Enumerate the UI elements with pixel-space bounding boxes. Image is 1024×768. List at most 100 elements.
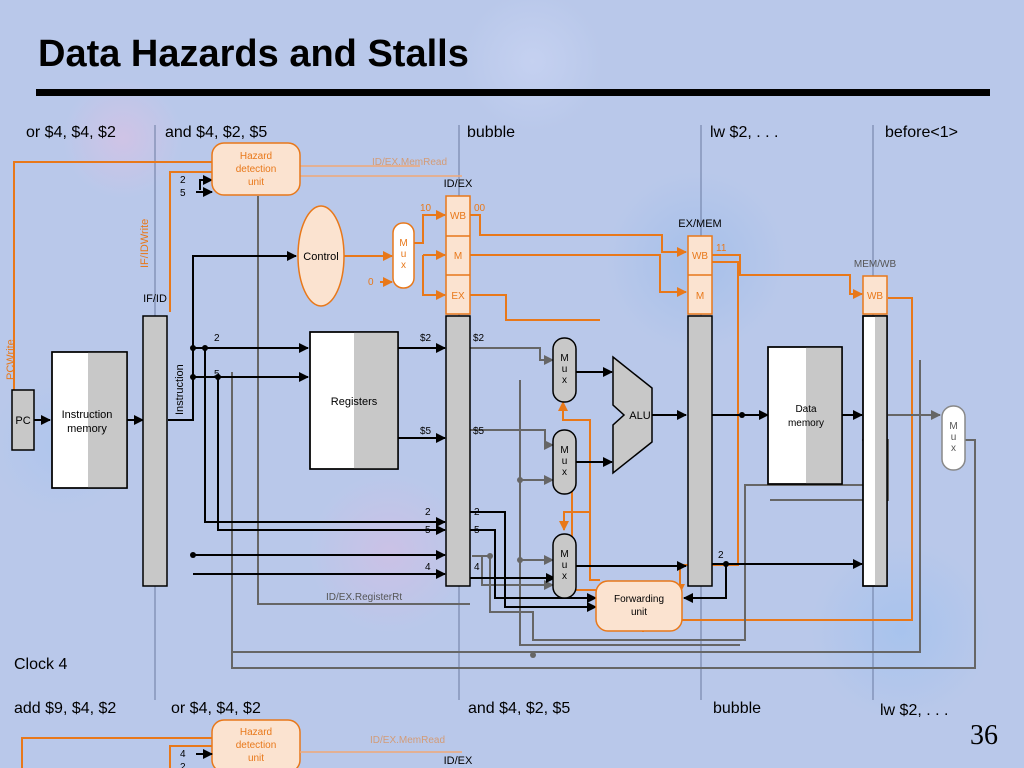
fw-rt-in: 5 (425, 525, 431, 536)
stage-ex-instruction: bubble (467, 124, 515, 141)
next-stage-if-instruction: add $9, $4, $2 (14, 700, 116, 717)
instruction-memory: Instruction memory (51, 351, 128, 489)
registerrt-label: ID/EX.RegisterRt (326, 592, 402, 603)
svg-text:u: u (562, 560, 568, 571)
pcwrite-label: PCWrite (5, 339, 17, 380)
pc-label: PC (15, 415, 30, 427)
svg-text:x: x (401, 260, 406, 271)
next-stage-ex-instruction: and $4, $2, $5 (468, 700, 570, 717)
hazard-input-a: 2 (180, 175, 186, 186)
rt-number: 5 (214, 369, 220, 380)
hazard-input-b: 5 (180, 188, 186, 199)
next-hazard-input-b: 2 (180, 762, 186, 768)
instruction-memory-label-2: memory (67, 423, 107, 435)
ex-mem-register: EX/MEM WB M (678, 218, 722, 587)
stage-if-instruction: or $4, $4, $2 (26, 124, 116, 141)
id-ex-register: ID/EX WB M EX (444, 178, 473, 587)
svg-text:M: M (560, 549, 568, 560)
instruction-memory-label-1: Instruction (62, 409, 113, 421)
data-memory-label-1: Data (795, 404, 817, 415)
forwarding-label-1: Forwarding (614, 594, 664, 605)
hazard-label-1: Hazard (240, 151, 272, 162)
next-hazard-label-1: Hazard (240, 727, 272, 738)
exmem-wb-value: 11 (716, 243, 727, 254)
svg-text:x: x (562, 571, 567, 582)
ctrl-wb-in: 10 (420, 203, 432, 214)
slide-title: Data Hazards and Stalls (38, 33, 469, 75)
next-hazard-label-2: detection (236, 740, 277, 751)
reg-read2-value: $5 (420, 426, 432, 437)
svg-text:u: u (562, 364, 568, 375)
svg-text:x: x (562, 375, 567, 386)
next-id-ex-label: ID/EX (444, 755, 473, 767)
control-label: Control (303, 251, 338, 263)
stage-id-instruction: and $4, $2, $5 (165, 124, 267, 141)
data-gray-wires (231, 196, 976, 669)
ex-mem-m: M (696, 291, 704, 302)
data-memory-label-2: memory (788, 418, 824, 429)
control-mux: M u x (392, 222, 415, 289)
exmem-rd-value: 2 (718, 550, 724, 561)
clock-label: Clock 4 (14, 656, 67, 673)
svg-text:x: x (562, 467, 567, 478)
regdst-mux: M u x (552, 533, 577, 599)
rs-number: 2 (214, 333, 220, 344)
next-stage-mem-instruction: bubble (713, 700, 761, 717)
hazard-detection-unit: Hazard detection unit (211, 142, 301, 196)
svg-text:u: u (401, 249, 407, 260)
ctrl-wb-out: 00 (474, 203, 486, 214)
idex-read1-value: $2 (473, 333, 485, 344)
data-memory: Data memory (767, 346, 843, 485)
if-id-register: IF/ID (142, 293, 168, 587)
svg-text:M: M (560, 353, 568, 364)
forwarding-label-2: unit (631, 607, 647, 618)
id-ex-wb: WB (450, 211, 466, 222)
writeback-mux: M u x (941, 405, 966, 471)
next-hazard-label-3: unit (248, 753, 264, 764)
ex-mem-label: EX/MEM (678, 218, 721, 230)
if-id-label: IF/ID (143, 293, 167, 305)
hazard-label-3: unit (248, 177, 264, 188)
svg-text:u: u (951, 432, 957, 443)
next-stage-id-instruction: or $4, $4, $2 (171, 700, 261, 717)
mem-wb-label: MEM/WB (854, 259, 897, 270)
ifidwrite-label: IF/IDWrite (139, 219, 151, 268)
registers-label: Registers (331, 396, 378, 408)
svg-text:x: x (951, 443, 956, 454)
fw-rs-out: 2 (474, 507, 480, 518)
stage-mem-instruction: lw $2, . . . (710, 124, 778, 141)
next-memread-label: ID/EX.MemRead (370, 735, 445, 746)
reg-read1-value: $2 (420, 333, 432, 344)
next-diagram-preview: Hazard detection unit ID/EX.MemRead ID/E… (21, 719, 473, 768)
id-ex-m: M (454, 251, 462, 262)
id-ex-ex: EX (451, 291, 465, 302)
next-stage-wb-instruction: lw $2, . . . (880, 702, 948, 719)
pc-register: PC (11, 389, 35, 451)
hazard-label-2: detection (236, 164, 277, 175)
svg-text:M: M (560, 445, 568, 456)
memread-label: ID/EX.MemRead (372, 157, 447, 168)
stage-dividers (154, 125, 874, 700)
control-unit: Control (297, 205, 345, 307)
fw-rt-out: 5 (474, 525, 480, 536)
mem-wb-wb: WB (867, 291, 883, 302)
next-hazard-input-a: 4 (180, 749, 186, 760)
svg-text:u: u (562, 456, 568, 467)
alu: ALU (612, 355, 653, 475)
register-file: Registers (309, 331, 399, 470)
mem-wb-register: MEM/WB WB (854, 259, 897, 587)
svg-text:M: M (399, 238, 407, 249)
alu-input-b-mux: M u x (552, 429, 577, 495)
svg-text:M: M (949, 421, 957, 432)
rd-in: 4 (425, 562, 431, 573)
wire-junctions (190, 345, 745, 658)
page-number: 36 (970, 720, 998, 751)
fw-rs-in: 2 (425, 507, 431, 518)
idex-read2-value: $5 (473, 426, 485, 437)
zero-input-label: 0 (368, 277, 374, 288)
stage-wb-instruction: before<1> (885, 124, 958, 141)
ex-mem-wb: WB (692, 251, 708, 262)
instruction-wire-label: Instruction (174, 364, 186, 415)
alu-input-a-mux: M u x (552, 337, 577, 403)
